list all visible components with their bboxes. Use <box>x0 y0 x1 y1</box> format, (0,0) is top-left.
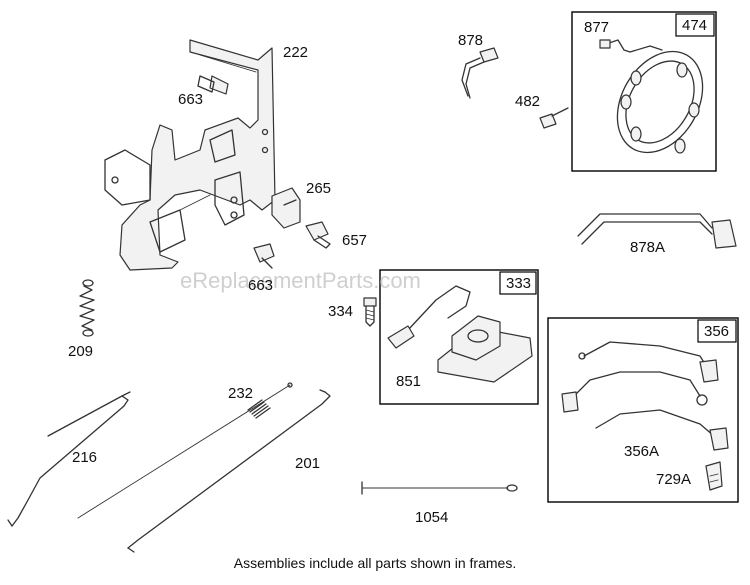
spring-209-drawing <box>79 279 95 337</box>
part-label-657: 657 <box>342 232 367 249</box>
control-bracket-drawing <box>104 39 276 271</box>
part-label-729a: 729A <box>656 471 691 488</box>
part-label-663-top: 663 <box>178 91 203 108</box>
rod-201-drawing <box>127 389 331 553</box>
part-label-265: 265 <box>306 180 331 197</box>
frame-474 <box>571 11 717 172</box>
frame-label-356: 356 <box>704 323 729 340</box>
wire-878-drawing <box>461 47 499 99</box>
wire-harness-356-drawing <box>561 341 729 491</box>
frame-label-474: 474 <box>682 17 707 34</box>
watermark-text: eReplacementParts.com <box>180 268 421 293</box>
alternator-474-drawing <box>599 39 704 154</box>
screw-657-drawing <box>305 221 331 249</box>
part-label-878: 878 <box>458 32 483 49</box>
part-label-663-lower: 663 <box>248 277 273 294</box>
part-label-877: 877 <box>584 19 609 36</box>
part-label-222: 222 <box>283 44 308 61</box>
clip-265-drawing <box>271 187 301 229</box>
part-label-356a: 356A <box>624 443 659 460</box>
part-label-334: 334 <box>328 303 353 320</box>
frame-label-333: 333 <box>506 275 531 292</box>
part-label-482: 482 <box>515 93 540 110</box>
screw-482-drawing <box>539 107 569 129</box>
diagram-caption: Assemblies include all parts shown in fr… <box>233 555 517 571</box>
part-label-209: 209 <box>68 343 93 360</box>
cable-232-drawing <box>77 382 293 519</box>
wire-878a-drawing <box>577 213 737 249</box>
screw-663-lower-drawing <box>253 243 275 269</box>
part-label-851: 851 <box>396 373 421 390</box>
part-label-216: 216 <box>72 449 97 466</box>
part-label-201: 201 <box>295 455 320 472</box>
frame-356 <box>547 317 739 503</box>
link-216-drawing <box>7 391 131 527</box>
tie-1054-drawing <box>361 481 518 495</box>
ignition-coil-333-drawing <box>387 285 533 383</box>
screw-334-drawing <box>363 297 377 327</box>
screw-663-top-drawing <box>197 75 229 95</box>
part-label-878a: 878A <box>630 239 665 256</box>
part-label-1054: 1054 <box>415 509 448 526</box>
part-label-232: 232 <box>228 385 253 402</box>
frame-333 <box>379 269 539 405</box>
